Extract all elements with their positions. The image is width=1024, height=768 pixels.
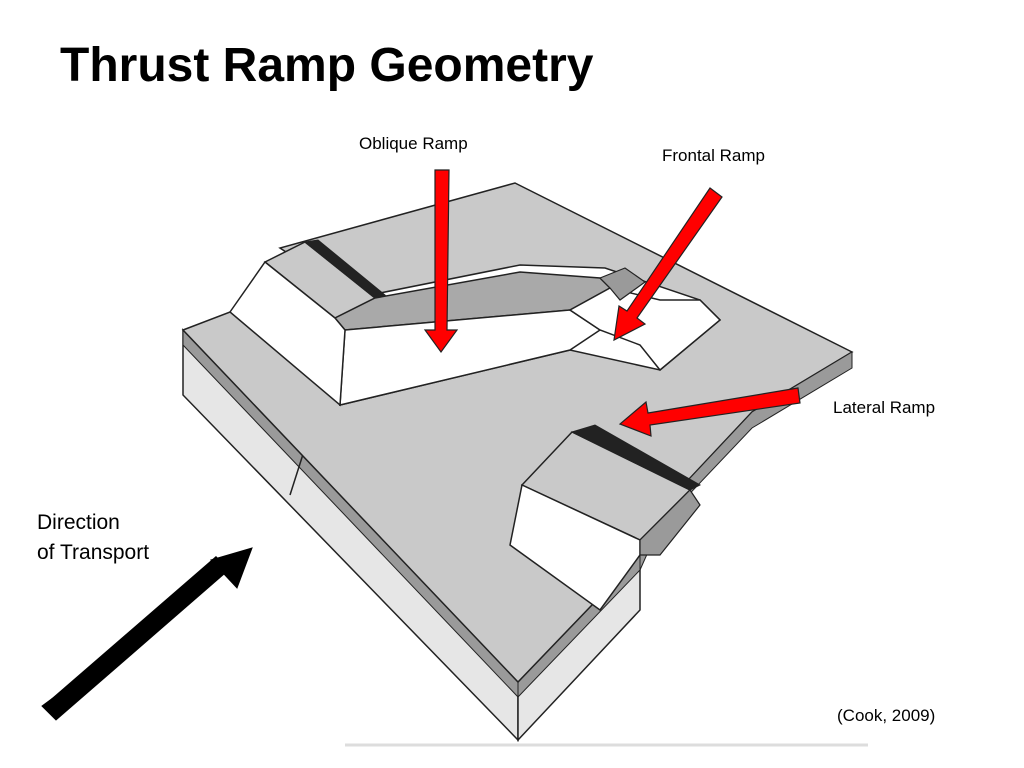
hangingwall-dark-ramp [303,239,387,299]
lateral-ramp-arrow [618,387,801,437]
lateral-ramp-dark [570,424,702,491]
transport-label-line2: of Transport [37,541,150,564]
oblique-ramp-arrow [423,169,459,354]
frontal-ramp-ledge [598,267,647,301]
oblique-ramp-label: Oblique Ramp [359,134,468,153]
transport-label-line1: Direction [37,511,120,534]
lower-block-side-face [639,489,701,556]
block-right-side [639,351,853,571]
page-title: Thrust Ramp Geometry [60,39,594,92]
frontal-ramp-arrow [613,187,723,342]
frontal-ramp-label: Frontal Ramp [662,146,765,165]
hangingwall-end-face [228,260,346,407]
lateral-ramp-label: Lateral Ramp [833,398,936,417]
transport-direction-label: Direction of Transport [37,508,149,568]
citation: (Cook, 2009) [837,706,936,725]
lower-block-front-face [509,483,641,612]
transport-direction-arrow [41,547,253,721]
